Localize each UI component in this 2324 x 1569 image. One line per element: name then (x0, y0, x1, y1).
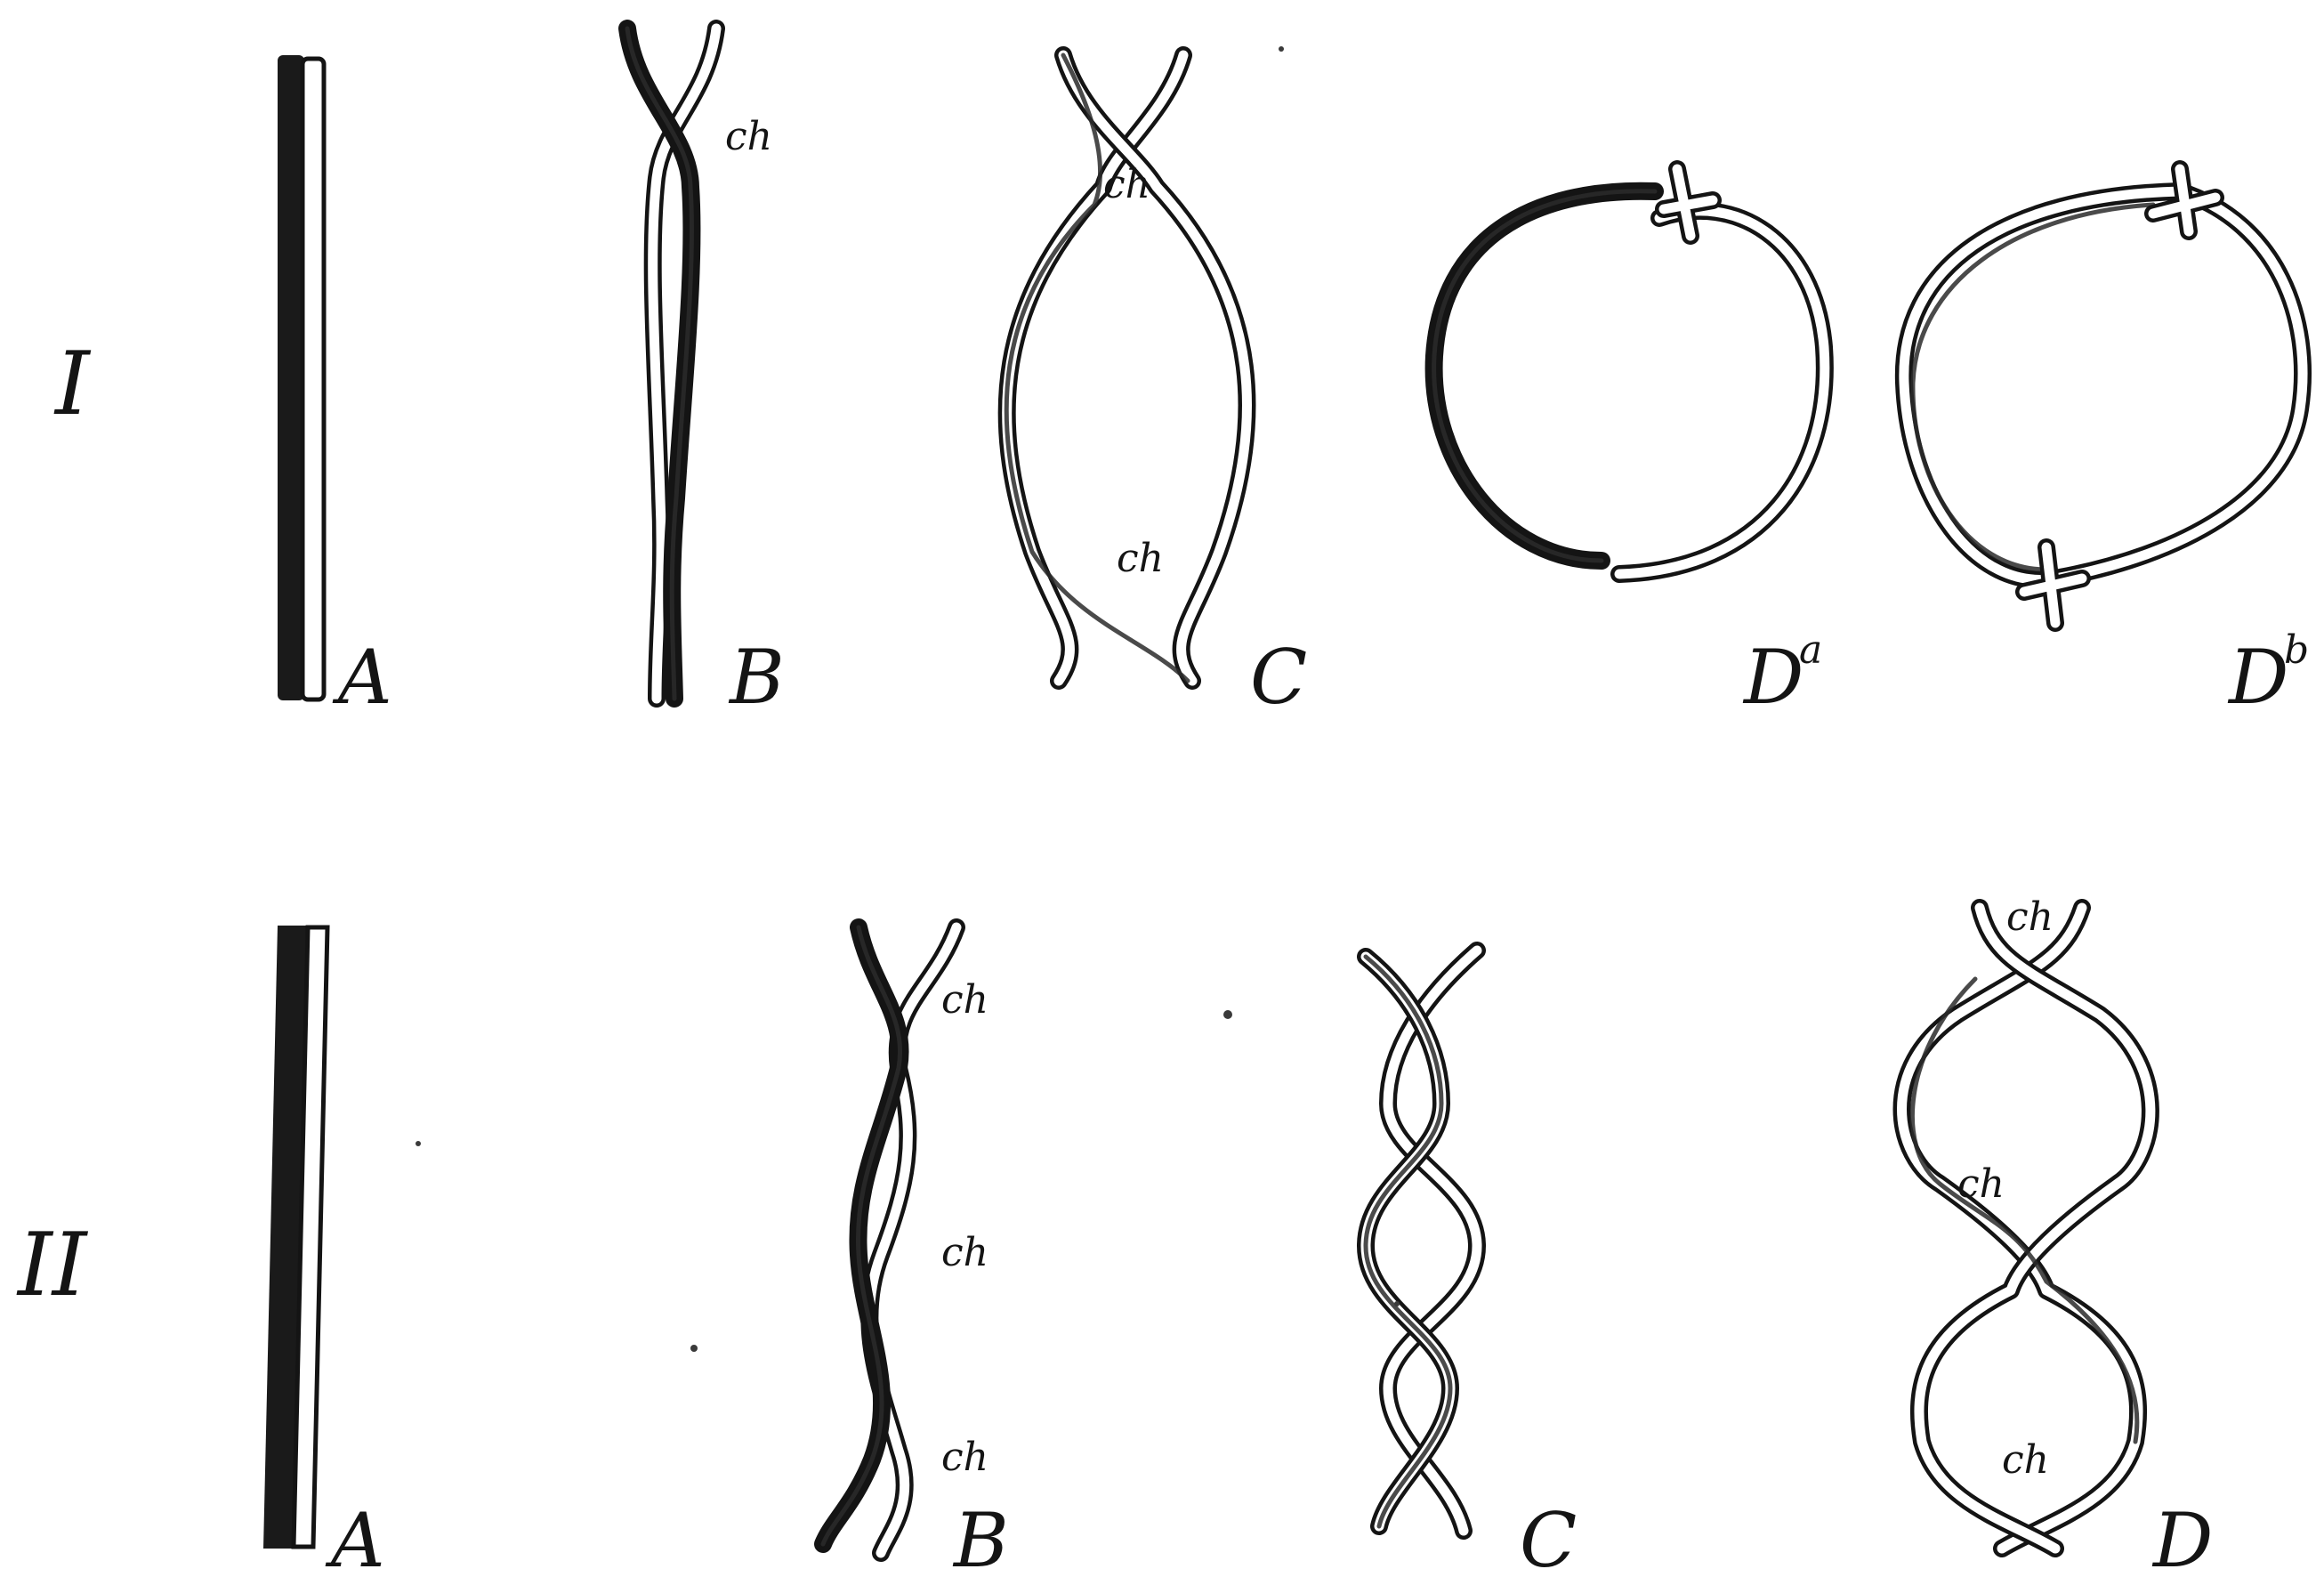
strand-light (1007, 55, 1183, 681)
figure-II-D: ch ch ch D (1902, 894, 2214, 1569)
chiasma-label: ch (941, 1230, 989, 1275)
chiasma-label: ch (941, 977, 989, 1023)
chiasma-label: ch (725, 114, 772, 159)
strand-dark (1912, 979, 2136, 1442)
chiasma-label: ch (2002, 1437, 2049, 1483)
figure-superscript: b (2284, 627, 2309, 673)
figure-label: D (2151, 1497, 2213, 1569)
strand-dark (1006, 55, 1188, 681)
figure-label: B (728, 634, 785, 721)
chiasma-label: ch (1103, 162, 1150, 207)
strand-light (1063, 55, 1247, 681)
strand-dark (1434, 191, 1655, 561)
figure-I-B: ch B (627, 28, 785, 721)
figure-I-Db: D b (1904, 169, 2309, 721)
figure-label: A (325, 1497, 385, 1569)
figure-label: D (2227, 634, 2288, 721)
figure-label: C (1520, 1497, 1577, 1569)
figure-label: A (332, 634, 392, 721)
chiasma-label: ch (1957, 1161, 2005, 1207)
chiasma-label: ch (2006, 894, 2054, 940)
figure-superscript: a (1799, 627, 1822, 673)
figure-label: C (1250, 634, 1307, 721)
figure-I-A: A (278, 55, 392, 721)
figure-label: D (1742, 634, 1804, 721)
chiasma-label: ch (941, 1435, 989, 1480)
row-label-I: I (53, 334, 92, 435)
figure-II-A: A (263, 926, 385, 1569)
figure-I-C: ch ch C (1006, 55, 1307, 721)
figure-label: B (952, 1497, 1009, 1569)
figure-II-C: C (1366, 950, 1577, 1569)
chiasma-label: ch (1117, 536, 1164, 581)
row-label-II: II (16, 1215, 89, 1316)
rod-light-strand (303, 59, 324, 700)
figure-II-B: ch ch ch B (823, 927, 1009, 1569)
figure-I-Da: D a (1434, 169, 1825, 721)
